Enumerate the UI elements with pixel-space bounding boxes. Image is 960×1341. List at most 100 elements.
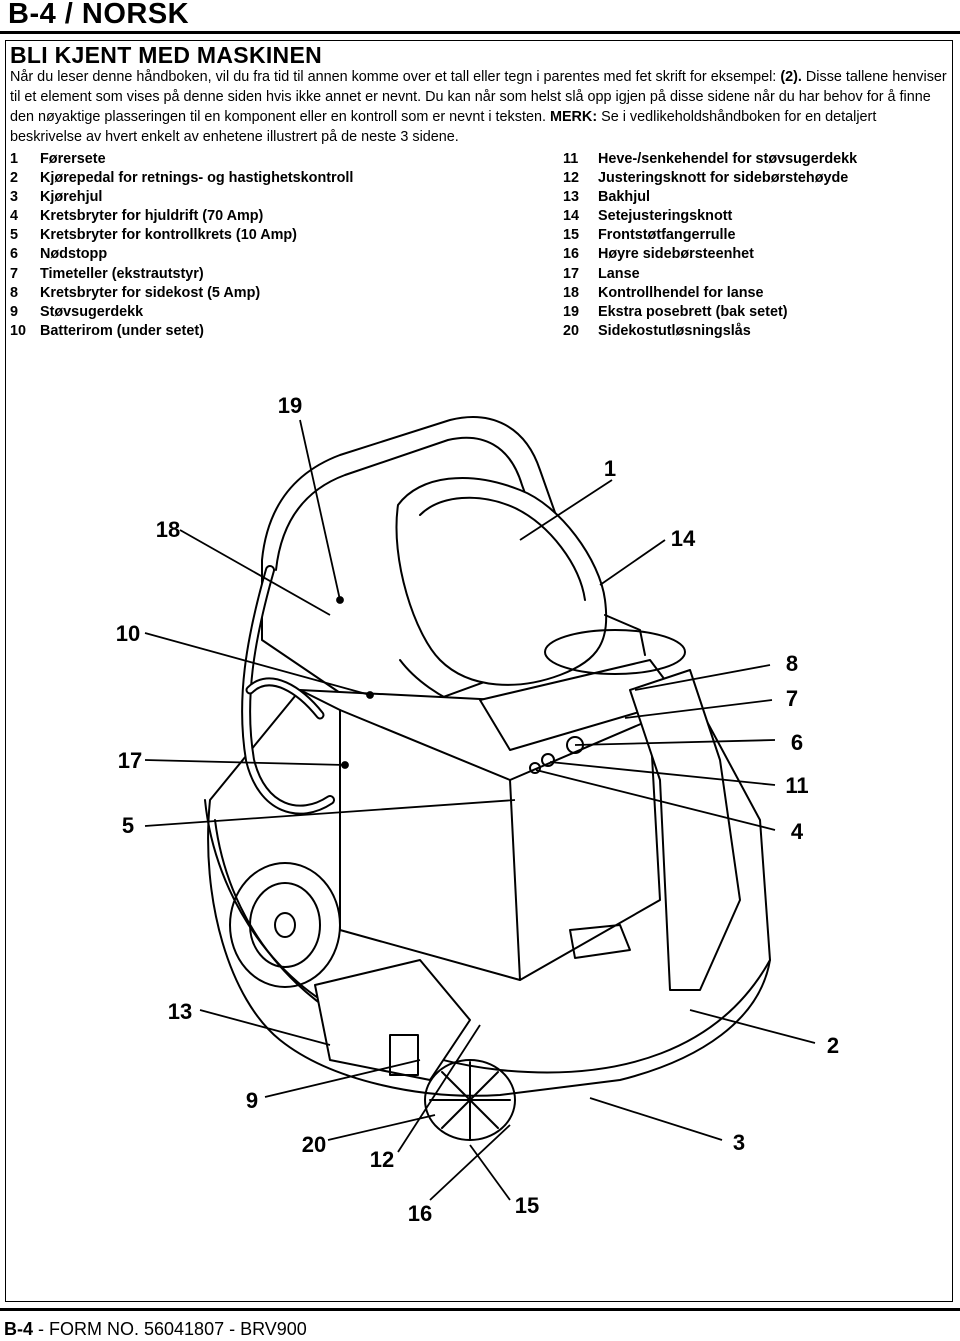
footer-rule <box>0 1308 960 1311</box>
list-item: 14 Setejusteringsknott <box>563 207 857 226</box>
list-item: 17 Lanse <box>563 265 857 284</box>
item-label: Kretsbryter for hjuldrift (70 Amp) <box>40 208 264 225</box>
item-number: 5 <box>10 227 19 244</box>
callout-10: 10 <box>116 621 140 646</box>
callout-leaders <box>144 419 816 1201</box>
callout-17: 17 <box>118 748 142 773</box>
item-label: Førersete <box>40 151 106 167</box>
callout-labels: 19 1 18 14 10 8 7 17 6 5 11 4 13 2 9 20 … <box>116 393 839 1226</box>
callout-6: 6 <box>791 730 803 755</box>
callout-1: 1 <box>604 456 616 481</box>
callout-5: 11 <box>785 773 808 798</box>
callout-12: 12 <box>370 1147 394 1172</box>
callout-18: 18 <box>156 517 180 542</box>
item-label: Justeringsknott for sidebørstehøyde <box>598 170 849 187</box>
list-item: 13 Bakhjul <box>563 188 857 207</box>
callout-15: 15 <box>515 1193 539 1218</box>
item-number: 18 <box>563 284 580 301</box>
list-item: 20 Sidekostutløsningslås <box>563 322 857 341</box>
item-number: 15 <box>563 227 580 244</box>
list-item: 6 Nødstopp <box>10 245 353 264</box>
item-number: 14 <box>563 208 580 225</box>
footer-text: B-4 - FORM NO. 56041807 - BRV900 <box>4 1319 307 1340</box>
note-label: MERK: <box>549 109 598 125</box>
list-item: 11 Heve-/senkehendel for støvsugerdekk <box>563 150 857 169</box>
page-footer: B-4 - FORM NO. 56041807 - BRV900 <box>0 1308 960 1341</box>
item-number: 1 <box>10 151 19 167</box>
item-label: Sidekostutløsningslås <box>598 322 751 339</box>
item-label: Timeteller (ekstrautstyr) <box>40 265 204 282</box>
page-title: BLI KJENT MED MASKINEN <box>10 42 323 68</box>
item-number: 6 <box>10 246 19 263</box>
item-number: 3 <box>10 189 19 206</box>
item-number: 7 <box>10 265 19 282</box>
callout-13: 13 <box>168 999 192 1024</box>
list-item: 9 Støvsugerdekk <box>10 303 353 322</box>
list-item: 1 Førersete <box>10 150 353 169</box>
intro-text-1: Når du leser denne håndboken, vil du fra… <box>10 69 781 85</box>
note-text: Se i vedlikeholdshåndboken for en detalj… <box>10 109 877 145</box>
callout-11: 5 <box>122 813 134 838</box>
item-number: 20 <box>563 322 580 339</box>
footer-form-number: - FORM NO. 56041807 - BRV900 <box>33 1319 307 1339</box>
list-item: 8 Kretsbryter for sidekost (5 Amp) <box>10 284 353 303</box>
item-label: Nødstopp <box>40 246 108 263</box>
list-item: 4 Kretsbryter for hjuldrift (70 Amp) <box>10 207 353 226</box>
list-item: 10 Batterirom (under setet) <box>10 322 353 341</box>
callout-7: 7 <box>786 686 798 711</box>
callout-8: 8 <box>786 651 798 676</box>
item-label: Heve-/senkehendel for støvsugerdekk <box>598 151 858 167</box>
list-item: 7 Timeteller (ekstrautstyr) <box>10 265 353 284</box>
component-list-right: 11 Heve-/senkehendel for støvsugerdekk 12… <box>563 150 857 341</box>
callout-2: 2 <box>827 1033 839 1058</box>
item-number: 16 <box>563 246 580 263</box>
item-number: 2 <box>10 170 19 187</box>
item-number: 10 <box>10 322 27 339</box>
item-label: Bakhjul <box>598 189 650 206</box>
item-label: Setejusteringsknott <box>598 208 733 225</box>
content-frame <box>5 40 953 1302</box>
item-number: 4 <box>10 208 19 225</box>
item-label: Kjørepedal for retnings- og hastighetsko… <box>40 170 354 187</box>
item-label: Kretsbryter for sidekost (5 Amp) <box>40 284 261 301</box>
item-number: 8 <box>10 284 19 301</box>
component-list-left: 1 Førersete 2 Kjørepedal for retnings- og … <box>10 150 353 341</box>
item-label: Kjørehjul <box>40 189 103 206</box>
intro-text-2: Disse tallene henviser til et element so… <box>10 69 947 125</box>
list-item: 2 Kjørepedal for retnings- og hastighetsk… <box>10 169 353 188</box>
item-number: 9 <box>10 303 19 320</box>
list-item: 18 Kontrollhendel for lanse <box>563 284 857 303</box>
header-rule <box>0 31 960 34</box>
callout-3: 3 <box>733 1130 745 1155</box>
item-label: Ekstra posebrett (bak setet) <box>598 303 788 320</box>
item-label: Lanse <box>598 265 640 282</box>
item-label: Kretsbryter for kontrollkrets (10 Amp) <box>40 227 297 244</box>
item-label: Batterirom (under setet) <box>40 322 204 339</box>
list-item: 12 Justeringsknott for sidebørstehøyde <box>563 169 857 188</box>
page-section-title: B-4 / NORSK <box>8 0 190 30</box>
machine-illustration <box>204 416 771 1141</box>
callout-14: 14 <box>671 526 696 551</box>
item-number: 13 <box>563 189 580 206</box>
page-header: B-4 / NORSK <box>0 0 960 34</box>
callout-4: 4 <box>791 819 804 844</box>
item-number: 12 <box>563 170 580 187</box>
list-item: 5 Kretsbryter for kontrollkrets (10 Amp) <box>10 226 353 245</box>
intro-example-number: (2). <box>780 69 802 85</box>
item-label: Støvsugerdekk <box>40 303 144 320</box>
list-item: 3 Kjørehjul <box>10 188 353 207</box>
item-number: 11 <box>563 151 579 167</box>
callout-20: 20 <box>302 1132 326 1157</box>
list-item: 15 Frontstøtfangerrulle <box>563 226 857 245</box>
machine-diagram: 19 1 18 14 10 8 7 17 6 5 11 4 13 2 9 20 … <box>116 393 839 1226</box>
item-label: Kontrollhendel for lanse <box>598 284 764 301</box>
callout-9: 9 <box>246 1088 258 1113</box>
item-label: Frontstøtfangerrulle <box>598 227 736 244</box>
intro-paragraph: Når du leser denne håndboken, vil du fra… <box>10 67 950 147</box>
callout-16: 16 <box>408 1201 432 1226</box>
callout-19: 19 <box>278 393 302 418</box>
item-number: 17 <box>563 265 580 282</box>
footer-page-number: B-4 <box>4 1319 34 1339</box>
